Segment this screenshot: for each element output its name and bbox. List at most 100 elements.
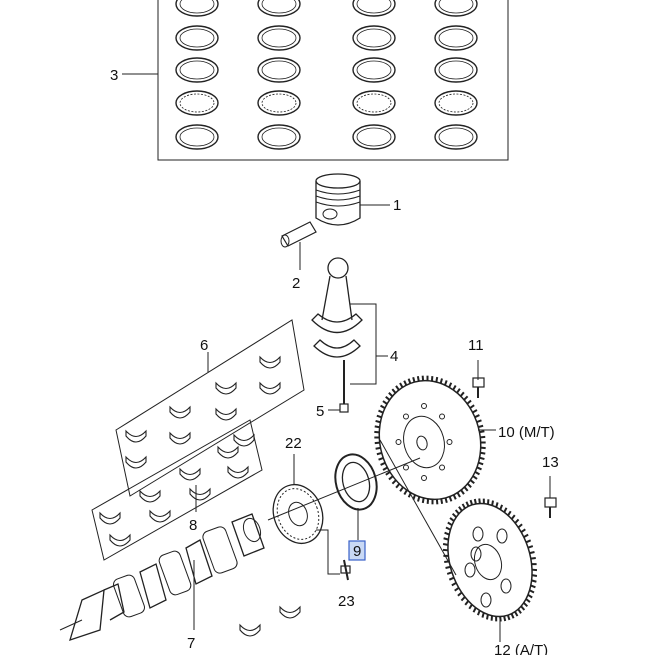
drive-plate-hole: [480, 592, 492, 608]
drive-plate-tooth: [499, 504, 504, 510]
connecting-rod[interactable]: [311, 257, 363, 358]
piston-ring: [257, 90, 301, 116]
piston-ring-inner: [356, 127, 392, 147]
rod-bearing-shell: [259, 381, 281, 395]
flywheel-tooth: [444, 497, 448, 504]
piston-ring: [352, 57, 396, 83]
flywheel-tooth: [456, 388, 461, 394]
flywheel-bolt[interactable]: [472, 360, 485, 398]
drive-plate-tooth: [444, 560, 450, 563]
piston-ring-inner: [261, 60, 297, 80]
drive-plate-tooth: [473, 498, 477, 505]
piston-ring-inner: [438, 93, 474, 113]
drive-plate-tooth: [530, 557, 536, 560]
piston-ring-set[interactable]: [157, 0, 509, 161]
drive-plate-tooth: [530, 584, 536, 589]
piston-ring-inner: [438, 0, 474, 14]
flywheel-tooth: [378, 457, 384, 461]
drive-plate-hole: [496, 528, 508, 544]
drive-plate-tooth: [447, 521, 453, 527]
drive-plate-tooth: [472, 607, 477, 613]
drive-plate-hole: [500, 578, 512, 594]
callout-4[interactable]: 4: [390, 348, 398, 365]
rod-bearing-shell: [169, 431, 191, 445]
drive-plate-tooth: [444, 531, 450, 536]
callout-1[interactable]: 1: [393, 197, 401, 214]
callout-3[interactable]: 3: [110, 67, 118, 84]
flywheel-mt[interactable]: [366, 369, 494, 511]
piston-ring-inner: [356, 28, 392, 48]
rod-bearing-shell: [215, 407, 237, 421]
flywheel-tooth: [478, 424, 484, 429]
callout-22[interactable]: 22: [285, 435, 302, 452]
flywheel-tooth: [395, 483, 401, 489]
piston-ring: [434, 90, 478, 116]
main-bearing-shell: [189, 487, 211, 501]
callout-6[interactable]: 6: [200, 337, 208, 354]
piston-ring-inner: [179, 127, 215, 147]
main-bearing-shell: [99, 511, 121, 525]
drive-plate-at[interactable]: [434, 492, 546, 627]
flywheel-tooth: [412, 376, 416, 383]
selected-callout-highlight[interactable]: [348, 540, 366, 561]
rear-oil-seal[interactable]: [329, 450, 382, 514]
rod-bolt[interactable]: [339, 360, 349, 413]
callout-5[interactable]: 5: [316, 403, 324, 420]
drive-plate-tooth: [451, 582, 457, 587]
flywheel-tooth: [448, 496, 453, 502]
flywheel-tooth: [472, 475, 478, 480]
main-bearing-shell: [239, 623, 261, 637]
piston-pin[interactable]: [280, 221, 317, 248]
piston-ring: [434, 25, 478, 51]
callout-12[interactable]: 12 (A/T): [494, 642, 548, 655]
piston-ring-inner: [261, 28, 297, 48]
drive-plate-tooth: [468, 604, 473, 610]
flywheel-tooth: [476, 466, 482, 471]
piston-ring: [352, 90, 396, 116]
piston-ring-inner: [261, 0, 297, 14]
callout-23[interactable]: 23: [338, 593, 355, 610]
drive-plate-hole: [470, 546, 482, 562]
callout-10[interactable]: 10 (M/T): [498, 424, 555, 441]
piston-ring-inner: [356, 93, 392, 113]
drive-plate-tooth: [445, 565, 451, 569]
piston-ring: [175, 90, 219, 116]
flywheel-tooth: [459, 391, 465, 397]
main-bearing-set[interactable]: [91, 419, 301, 637]
drive-plate-tooth: [445, 526, 451, 531]
piston[interactable]: [315, 173, 361, 226]
piston-ring: [175, 124, 219, 150]
callout-2[interactable]: 2: [292, 275, 300, 292]
sprocket-bolt[interactable]: [340, 559, 351, 581]
callout-13[interactable]: 13: [542, 454, 559, 471]
drive-plate-tooth: [523, 533, 529, 538]
rod-bearing-set[interactable]: [115, 319, 305, 497]
crank-sprocket[interactable]: [265, 478, 331, 551]
flywheel-bolt-hole: [421, 403, 427, 409]
callout-9[interactable]: 9: [353, 543, 361, 560]
piston-ring-inner: [438, 127, 474, 147]
flywheel-tooth: [476, 419, 482, 423]
piston-ring-inner: [179, 60, 215, 80]
flywheel-tooth: [376, 414, 382, 419]
flywheel-tooth: [474, 414, 480, 419]
callout-8[interactable]: 8: [189, 517, 197, 534]
callout-11[interactable]: 11: [468, 337, 484, 354]
crankshaft[interactable]: [59, 457, 421, 642]
flywheel-tooth: [376, 451, 382, 456]
piston-ring: [257, 57, 301, 83]
drive-plate-tooth: [529, 551, 535, 555]
drive-plate-bolt[interactable]: [544, 476, 557, 518]
flywheel-tooth: [382, 400, 388, 405]
flywheel-tooth: [380, 461, 386, 466]
callout-7[interactable]: 7: [187, 635, 195, 652]
flywheel-tooth: [407, 378, 412, 384]
piston-ring-inner: [179, 93, 215, 113]
drive-plate-hole: [472, 526, 484, 542]
main-bearing-shell: [217, 445, 239, 459]
rod-bearing-shell: [169, 405, 191, 419]
flywheel-tooth: [375, 446, 381, 450]
piston-ring-inner: [261, 93, 297, 113]
drive-plate-tooth: [527, 593, 533, 599]
